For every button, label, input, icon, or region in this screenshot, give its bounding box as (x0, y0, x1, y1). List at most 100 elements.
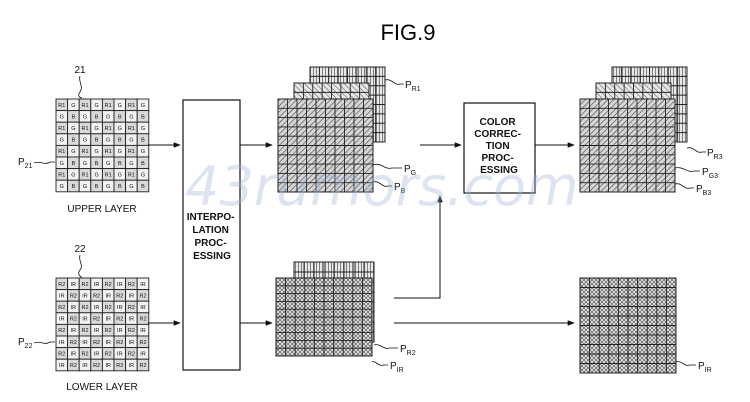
filter-cell-label: IR (129, 340, 135, 346)
filter-cell-label: IR (105, 363, 111, 369)
filter-cell-label: IR (117, 328, 123, 334)
filter-cell-label: G (129, 138, 133, 144)
upper-ref-number: 21 (74, 65, 86, 76)
filter-cell-label: R1 (128, 149, 135, 155)
filter-cell-label: R1 (128, 103, 135, 109)
filter-cell-label: IR (117, 282, 123, 288)
filter-cell-label: IR (94, 305, 100, 311)
filter-cell-label: R2 (70, 293, 77, 299)
filter-cell-label: R2 (93, 293, 100, 299)
filter-cell-label: R2 (93, 317, 100, 323)
filter-cell-label: B (72, 138, 76, 144)
color-correction-text: COLOR CORREC- TION PROC- ESSING (474, 117, 523, 176)
filter-cell-label: R1 (81, 172, 88, 178)
lower-ref-number: 22 (74, 244, 86, 255)
lower-pixel-leader (33, 341, 55, 344)
lower-planes-stack (275, 261, 375, 357)
filter-cell-label: R2 (105, 305, 112, 311)
filter-cell-label: R1 (58, 172, 65, 178)
filter-cell-label: R2 (128, 328, 135, 334)
filter-cell-label: G (94, 172, 98, 178)
filter-cell-label: G (60, 184, 64, 190)
filter-cell-label: R2 (70, 340, 77, 346)
upper-layer-label: UPPER LAYER (67, 204, 136, 215)
interpolation-processing-text: INTERPO- LATION PROC- ESSING (187, 212, 238, 262)
filter-cell-label: B (141, 184, 145, 190)
filter-cell-label: G (106, 161, 110, 167)
filter-cell-label: R1 (58, 103, 65, 109)
filter-cell-label: G (141, 149, 145, 155)
filter-cell-label: IR (140, 305, 146, 311)
plane-ir-label: PIR (390, 361, 404, 374)
filter-cell-label: G (60, 138, 64, 144)
plane-r3-label: PR3 (707, 148, 723, 161)
filter-cell-label: B (118, 138, 122, 144)
filter-cell-label: R2 (128, 282, 135, 288)
filter-cell-label: R2 (139, 363, 146, 369)
plane-ir (275, 277, 373, 357)
filter-cell-label: IR (94, 328, 100, 334)
filter-cell-label: R2 (93, 340, 100, 346)
filter-cell-label: G (118, 103, 122, 109)
filter-cell-label: IR (140, 351, 146, 357)
upper-planes-stack (277, 66, 386, 193)
filter-cell-label: G (94, 126, 98, 132)
filter-cell-label: R1 (81, 103, 88, 109)
filter-cell-label: R1 (105, 149, 112, 155)
filter-cell-label: G (83, 161, 87, 167)
filter-cell-label: R1 (105, 103, 112, 109)
filter-cell-label: B (72, 114, 76, 120)
filter-cell-label: B (141, 138, 145, 144)
filter-cell-label: R1 (128, 172, 135, 178)
filter-cell-label: R2 (116, 363, 123, 369)
filter-cell-label: R2 (105, 351, 112, 357)
filter-cell-label: R2 (70, 363, 77, 369)
plane-r1-label: PR1 (405, 80, 421, 93)
filter-cell-label: R2 (58, 305, 65, 311)
filter-cell-label: R1 (81, 149, 88, 155)
filter-cell-label: IR (117, 305, 123, 311)
filter-cell-label: IR (71, 351, 77, 357)
filter-cell-label: B (72, 184, 76, 190)
filter-cell-label: IR (59, 363, 65, 369)
filter-cell-label: IR (59, 317, 65, 323)
plane-b (277, 98, 374, 193)
filter-cell-label: G (83, 138, 87, 144)
filter-cell-label: IR (129, 293, 135, 299)
filter-cell-label: R1 (58, 149, 65, 155)
filter-cell-label: IR (59, 293, 65, 299)
filter-cell-label: R2 (81, 351, 88, 357)
filter-cell-label: G (141, 172, 145, 178)
filter-cell-label: G (141, 103, 145, 109)
plane-b3 (579, 98, 676, 193)
filter-cell-label: G (71, 172, 75, 178)
filter-cell-label: G (118, 172, 122, 178)
filter-cell-label: R2 (105, 282, 112, 288)
filter-cell-label: R2 (81, 282, 88, 288)
filter-cell-label: IR (71, 305, 77, 311)
corrected-planes-stack (579, 66, 688, 193)
filter-cell-label: R2 (93, 363, 100, 369)
watermark-text: 43rumors.com (185, 155, 579, 218)
filter-cell-label: G (106, 138, 110, 144)
filter-cell-label: G (129, 161, 133, 167)
filter-cell-label: G (71, 126, 75, 132)
filter-cell-label: R2 (81, 328, 88, 334)
filter-cell-label: R2 (105, 328, 112, 334)
filter-cell-label: IR (140, 282, 146, 288)
filter-cell-label: R2 (70, 317, 77, 323)
filter-cell-label: R2 (128, 305, 135, 311)
filter-cell-label: B (95, 184, 99, 190)
filter-cell-label: IR (94, 351, 100, 357)
filter-cell-label: R2 (116, 293, 123, 299)
filter-cell-label: IR (94, 282, 100, 288)
filter-cell-label: G (129, 184, 133, 190)
filter-cell-label: R2 (116, 340, 123, 346)
filter-cell-label: IR (117, 351, 123, 357)
plane-b-label: PB (394, 182, 406, 195)
interpolation-processing-box (182, 99, 241, 371)
filter-cell-label: IR (129, 363, 135, 369)
filter-cell-label: B (72, 161, 76, 167)
filter-cell-label: G (118, 149, 122, 155)
